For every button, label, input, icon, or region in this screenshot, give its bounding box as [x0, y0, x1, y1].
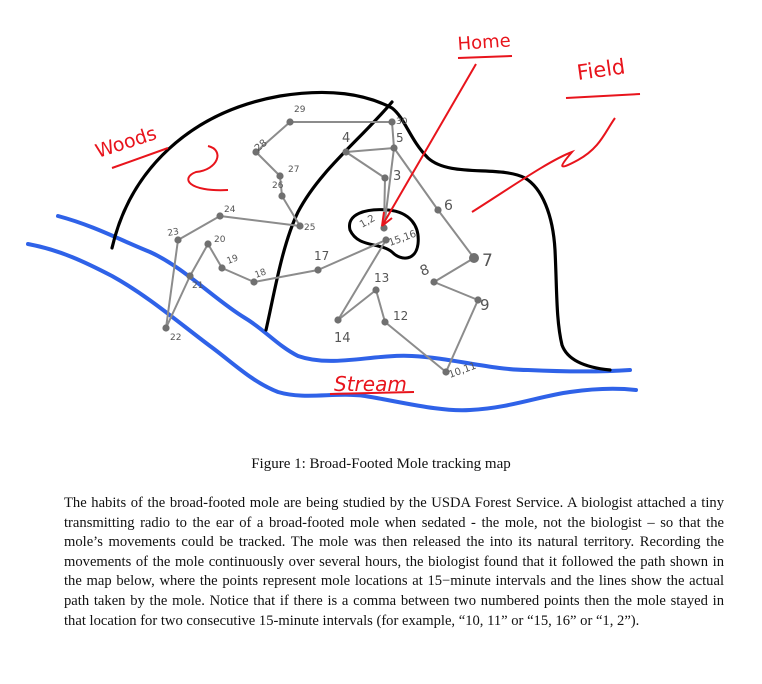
mole-location-point	[342, 148, 350, 156]
mole-location-label: 22	[170, 333, 181, 343]
mole-location-label: 15,16	[387, 229, 418, 249]
mole-location-label: 8	[418, 262, 432, 280]
mole-location-label: 6	[444, 198, 453, 214]
mole-location-label: 23	[167, 227, 180, 239]
mole-location-label: 20	[214, 235, 226, 245]
mole-location-label: 29	[294, 105, 306, 115]
mole-location-label: 24	[224, 205, 236, 215]
mole-location-label: 26	[272, 181, 284, 191]
mole-location-point	[390, 144, 398, 152]
woods-label: Woods	[93, 122, 160, 162]
stream-underline	[329, 391, 415, 395]
mole-location-point	[388, 118, 396, 126]
mole-location-point	[430, 278, 438, 286]
mole-location-label: 9	[480, 296, 490, 314]
mole-location-point	[442, 368, 450, 376]
mole-location-label: 18	[254, 267, 268, 280]
mole-location-label: 27	[288, 165, 299, 175]
problem-paragraph: The habits of the broad-footed mole are …	[64, 495, 724, 629]
mole-location-point	[314, 266, 322, 274]
mole-location-point	[250, 278, 258, 286]
mole-location-label: 12	[393, 309, 408, 323]
mole-location-label: 14	[334, 331, 351, 346]
mole-location-point	[434, 206, 442, 214]
field-underline	[565, 93, 641, 99]
mole-location-point	[474, 296, 482, 304]
home-underline	[457, 55, 513, 59]
mole-location-point	[469, 253, 479, 263]
woods-squiggle	[187, 145, 229, 192]
stream-label: Stream	[334, 372, 407, 396]
field-label: Field	[575, 54, 626, 85]
mole-location-label: 3	[393, 169, 401, 184]
mole-location-label: 7	[482, 251, 493, 271]
home-arrow-head	[381, 211, 393, 227]
mole-location-point	[216, 212, 224, 220]
mole-location-label: 13	[374, 271, 389, 285]
home-label: Home	[457, 30, 511, 55]
field-squiggle	[471, 117, 616, 213]
mole-location-point	[278, 192, 286, 200]
mole-location-point	[204, 240, 212, 248]
mole-location-label: 1,2	[358, 213, 377, 230]
woods-divider-line	[264, 100, 394, 332]
territory-boundary	[110, 90, 612, 372]
mole-location-label: 30	[396, 117, 408, 127]
mole-location-point	[334, 316, 342, 324]
mole-location-point	[381, 174, 389, 182]
figure-caption: Figure 1: Broad-Footed Mole tracking map	[251, 456, 511, 472]
mole-location-label: 5	[396, 131, 404, 145]
mole-location-point	[186, 272, 194, 280]
mole-location-point	[252, 148, 260, 156]
mole-location-point	[382, 236, 390, 244]
mole-location-point	[174, 236, 182, 244]
mole-location-point	[286, 118, 294, 126]
woods-underline	[111, 147, 169, 169]
mole-location-point	[381, 318, 389, 326]
mole-location-label: 17	[314, 249, 329, 263]
stream-upper-line	[56, 214, 632, 374]
stream-lower-line	[26, 242, 638, 413]
mole-location-label: 19	[226, 253, 240, 266]
home-burrow-outline	[348, 208, 420, 260]
mole-location-label: 4	[342, 131, 350, 146]
mole-location-point	[162, 324, 170, 332]
mole-location-point	[276, 172, 284, 180]
mole-location-label: 25	[304, 223, 315, 233]
mole-location-point	[372, 286, 380, 294]
mole-location-point	[296, 222, 304, 230]
home-arrow	[381, 63, 477, 227]
mole-location-point	[218, 264, 226, 272]
mole-location-label: 21	[192, 281, 203, 291]
